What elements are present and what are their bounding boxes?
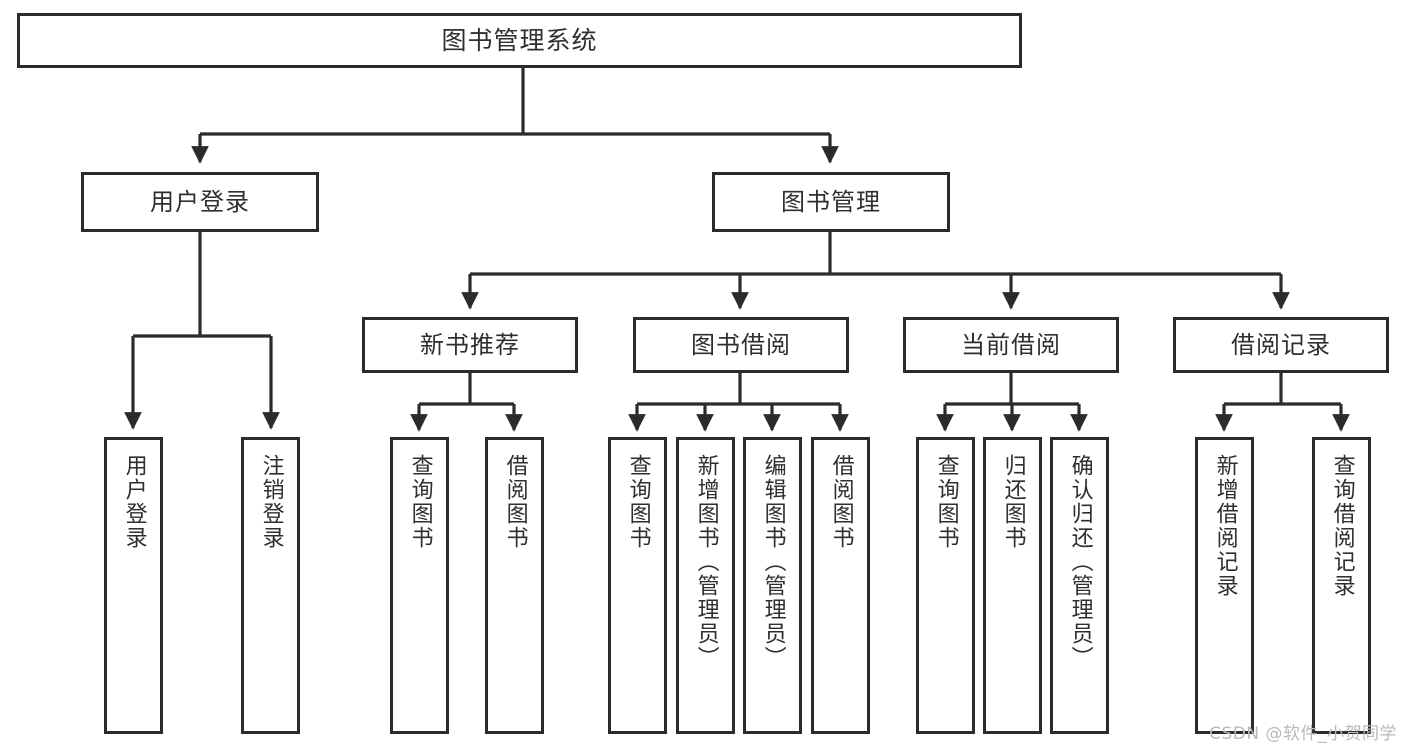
node-leaf-query-book-current[interactable]: 查询图书: [916, 437, 975, 734]
node-leaf-borrow-book-label: 借阅图书: [828, 454, 854, 550]
node-leaf-borrow-book-new-label: 借阅图书: [502, 454, 528, 550]
node-leaf-confirm-return[interactable]: 确认归还（管理员）: [1050, 437, 1109, 734]
node-book-borrow-label: 图书借阅: [691, 330, 791, 359]
node-borrow-record[interactable]: 借阅记录: [1173, 317, 1389, 373]
node-leaf-edit-book-label: 编辑图书（管理员）: [760, 454, 786, 670]
node-user-login[interactable]: 用户登录: [81, 172, 319, 232]
node-leaf-add-record[interactable]: 新增借阅记录: [1195, 437, 1254, 734]
node-leaf-query-book-current-label: 查询图书: [933, 454, 959, 550]
node-leaf-query-record-label: 查询借阅记录: [1329, 454, 1355, 598]
node-leaf-user-login-label: 用户登录: [121, 454, 147, 550]
node-leaf-borrow-book-new[interactable]: 借阅图书: [485, 437, 544, 734]
node-current-borrow[interactable]: 当前借阅: [903, 317, 1119, 373]
node-new-book-recommend[interactable]: 新书推荐: [362, 317, 578, 373]
node-book-management-label: 图书管理: [781, 187, 881, 216]
node-leaf-query-record[interactable]: 查询借阅记录: [1312, 437, 1371, 734]
node-new-book-recommend-label: 新书推荐: [420, 330, 520, 359]
node-leaf-confirm-return-label: 确认归还（管理员）: [1067, 454, 1093, 670]
node-current-borrow-label: 当前借阅: [961, 330, 1061, 359]
node-leaf-user-login[interactable]: 用户登录: [104, 437, 163, 734]
csdn-watermark: CSDN @软件_小贺同学: [1209, 724, 1397, 744]
node-leaf-query-book-new-label: 查询图书: [407, 454, 433, 550]
node-root[interactable]: 图书管理系统: [17, 13, 1022, 68]
node-leaf-return-book[interactable]: 归还图书: [983, 437, 1042, 734]
node-leaf-return-book-label: 归还图书: [1000, 454, 1026, 550]
node-book-borrow[interactable]: 图书借阅: [633, 317, 849, 373]
node-borrow-record-label: 借阅记录: [1231, 330, 1331, 359]
node-leaf-add-book[interactable]: 新增图书（管理员）: [676, 437, 735, 734]
node-leaf-user-logout-label: 注销登录: [258, 454, 284, 550]
node-leaf-borrow-book[interactable]: 借阅图书: [811, 437, 870, 734]
node-leaf-query-book-label: 查询图书: [625, 454, 651, 550]
node-leaf-user-logout[interactable]: 注销登录: [241, 437, 300, 734]
node-leaf-query-book-new[interactable]: 查询图书: [390, 437, 449, 734]
node-root-label: 图书管理系统: [441, 25, 598, 55]
node-leaf-query-book[interactable]: 查询图书: [608, 437, 667, 734]
node-leaf-add-book-label: 新增图书（管理员）: [693, 454, 719, 670]
node-leaf-edit-book[interactable]: 编辑图书（管理员）: [743, 437, 802, 734]
node-leaf-add-record-label: 新增借阅记录: [1212, 454, 1238, 598]
node-user-login-label: 用户登录: [150, 187, 250, 216]
node-book-management[interactable]: 图书管理: [712, 172, 950, 232]
